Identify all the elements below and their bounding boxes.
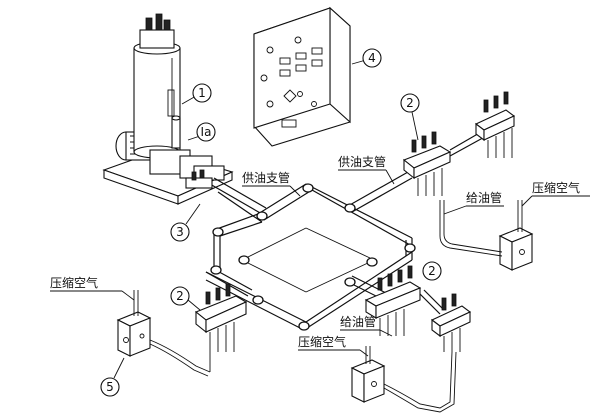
callout-pump-number: 1 xyxy=(198,86,206,100)
callout-distributor-right: 2 xyxy=(422,261,442,281)
air-valve-left xyxy=(116,290,211,377)
main-valve xyxy=(185,169,213,189)
main-pipe-loop xyxy=(205,171,416,331)
callout-distributor-top-right: 2 xyxy=(400,93,420,141)
callout-pump: 1 xyxy=(181,83,212,105)
supply-branch-right-text: 供油支管 xyxy=(338,154,386,169)
callout-distributor-left-number: 2 xyxy=(176,289,184,303)
callout-distributor-top-right-number: 2 xyxy=(406,96,414,110)
callout-control-cabinet-number: 4 xyxy=(368,51,376,65)
label-supply-branch-right: 供油支管 xyxy=(338,154,395,185)
callout-main-valve: 3 xyxy=(170,203,201,242)
label-compressed-air-bottom: 压缩空气 xyxy=(298,334,369,357)
callout-pump-sub: Ia xyxy=(187,122,216,142)
callout-control-cabinet: 4 xyxy=(351,48,382,68)
compressed-air-bottom-text: 压缩空气 xyxy=(298,334,346,349)
label-compressed-air-right: 压缩空气 xyxy=(521,180,590,207)
callout-air-valve-number: 5 xyxy=(106,380,114,394)
distributor-left xyxy=(194,283,248,352)
distributor-top-right xyxy=(402,91,516,196)
feed-pipe-right-text: 给油管 xyxy=(466,190,502,205)
callout-air-valve: 5 xyxy=(100,357,125,397)
label-compressed-air-left: 压缩空气 xyxy=(50,275,135,301)
compressed-air-left-text: 压缩空气 xyxy=(50,275,98,290)
feed-pipe-bottom-text: 给油管 xyxy=(340,314,376,329)
distributor-right xyxy=(364,265,472,352)
callout-pump-sub-number: Ia xyxy=(201,125,212,139)
pump-station xyxy=(102,13,234,205)
supply-branch-left-text: 供油支管 xyxy=(242,170,290,185)
control-cabinet xyxy=(253,6,351,147)
label-feed-pipe-bottom: 给油管 xyxy=(340,314,393,337)
air-valve-right xyxy=(439,200,534,271)
callout-distributor-left: 2 xyxy=(170,286,201,311)
callout-main-valve-number: 3 xyxy=(176,225,184,239)
callout-distributor-right-number: 2 xyxy=(428,264,436,278)
label-feed-pipe-right: 给油管 xyxy=(443,190,504,215)
compressed-air-right-text: 压缩空气 xyxy=(532,180,580,195)
air-valve-bottom xyxy=(350,346,457,413)
label-supply-branch-left: 供油支管 xyxy=(242,170,301,197)
